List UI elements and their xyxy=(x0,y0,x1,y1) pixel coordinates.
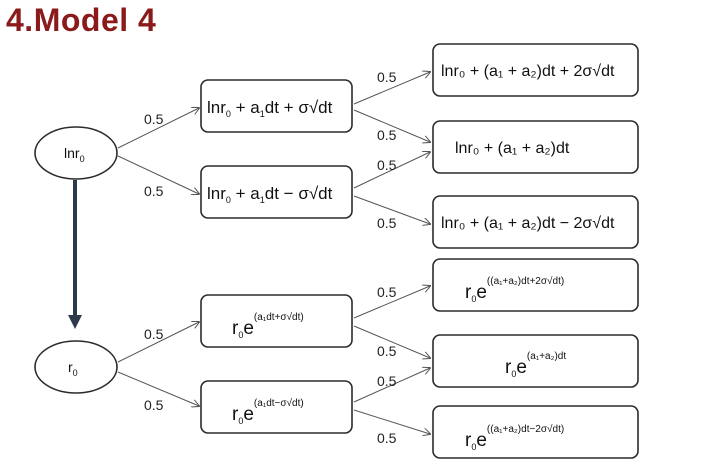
node-subscript: 0 xyxy=(471,294,476,304)
node-text: r xyxy=(505,357,512,378)
node-exponent: ((a₁+a₂)dt+2σ√dt) xyxy=(487,275,564,287)
root-log-label: lnr xyxy=(64,145,80,161)
root-node-rate: r0 xyxy=(34,340,118,394)
node-exponent: (a₁dt−σ√dt) xyxy=(254,397,304,409)
node-subscript: 0 xyxy=(238,416,243,426)
svg-text:lnr0 + a1dt − σ√dt: lnr0 + a1dt − σ√dt xyxy=(207,184,333,205)
node-exponent: (a₁dt+σ√dt) xyxy=(254,311,304,323)
node-exp-up: r0e(a₁dt+σ√dt) xyxy=(200,294,353,348)
node-subscript: 0 xyxy=(226,195,231,205)
page-title: 4.Model 4 xyxy=(6,2,157,38)
node-text: r xyxy=(465,430,472,451)
prob-label: 0.5 xyxy=(377,373,397,389)
prob-label: 0.5 xyxy=(377,284,397,300)
node-log-down-down: lnr₀ + (a₁ + a₂)dt − 2σ√dt xyxy=(432,195,639,249)
node-text: e xyxy=(243,404,254,425)
node-text: r xyxy=(232,404,239,425)
edge-down-up xyxy=(353,152,430,189)
svg-text:r0e((a₁+a₂)dt+2σ√dt): r0e((a₁+a₂)dt+2σ√dt) xyxy=(465,275,564,304)
node-text: r xyxy=(232,318,239,339)
prob-label: 0.5 xyxy=(377,157,397,173)
node-text: lnr₀ + (a₁ + a₂)dt xyxy=(455,140,570,157)
edge-exp-down-down xyxy=(353,409,430,434)
node-text: lnr₀ + (a₁ + a₂)dt − 2σ√dt xyxy=(441,215,615,232)
node-subscript: 0 xyxy=(471,442,476,452)
svg-text:r0e(a₁dt−σ√dt): r0e(a₁dt−σ√dt) xyxy=(232,397,304,426)
edge-exp-down-up xyxy=(353,368,430,403)
edge-exp-root-down xyxy=(117,371,199,406)
prob-label: 0.5 xyxy=(144,397,164,413)
svg-text:lnr0: lnr0 xyxy=(64,145,85,164)
node-log-up: lnr0 + a1dt + σ√dt xyxy=(200,79,353,133)
node-text: dt − σ√dt xyxy=(265,184,333,203)
root-log-subscript: 0 xyxy=(80,154,85,164)
svg-text:r0: r0 xyxy=(68,359,78,378)
node-text: dt + σ√dt xyxy=(265,98,333,117)
prob-label: 0.5 xyxy=(377,69,397,85)
svg-text:r0e((a₁+a₂)dt−2σ√dt): r0e((a₁+a₂)dt−2σ√dt) xyxy=(465,423,564,452)
svg-text:r0e(a₁dt+σ√dt): r0e(a₁dt+σ√dt) xyxy=(232,311,304,340)
lower-tree-edges xyxy=(117,286,430,434)
node-text: + a xyxy=(231,184,260,203)
edge-exp-root-up xyxy=(117,322,199,363)
node-exp-up-up: r0e((a₁+a₂)dt+2σ√dt) xyxy=(432,258,639,312)
prob-label: 0.5 xyxy=(144,183,164,199)
edge-down-down xyxy=(353,195,430,224)
node-subscript: 1 xyxy=(260,195,265,205)
node-subscript: 1 xyxy=(260,109,265,119)
prob-label: 0.5 xyxy=(377,215,397,231)
node-subscript: 0 xyxy=(238,330,243,340)
svg-text:r0e(a₁+a₂)dt: r0e(a₁+a₂)dt xyxy=(505,351,566,379)
node-exp-down: r0e(a₁dt−σ√dt) xyxy=(200,380,353,434)
node-text: + a xyxy=(231,98,260,117)
node-text: lnr₀ + (a₁ + a₂)dt + 2σ√dt xyxy=(441,63,615,80)
node-exp-up-down: r0e(a₁+a₂)dt xyxy=(432,334,639,388)
node-exponent: (a₁+a₂)dt xyxy=(527,351,566,362)
node-log-up-up: lnr₀ + (a₁ + a₂)dt + 2σ√dt xyxy=(432,43,639,97)
node-exp-down-down: r0e((a₁+a₂)dt−2σ√dt) xyxy=(432,405,639,459)
node-text: e xyxy=(476,282,487,303)
node-text: r xyxy=(465,282,472,303)
node-text: lnr xyxy=(207,184,226,203)
root-node-log: lnr0 xyxy=(34,126,118,180)
node-text: e xyxy=(476,430,487,451)
root-rate-label: r xyxy=(68,359,73,375)
prob-label: 0.5 xyxy=(377,430,397,446)
edge-root-up xyxy=(117,108,199,149)
node-text: e xyxy=(516,357,527,378)
edge-up-down xyxy=(353,109,430,142)
prob-label: 0.5 xyxy=(144,326,164,342)
edge-exp-up-up xyxy=(353,286,430,319)
edge-root-down xyxy=(117,155,199,194)
node-exponent: ((a₁+a₂)dt−2σ√dt) xyxy=(487,423,564,435)
node-subscript: 0 xyxy=(226,109,231,119)
edge-up-up xyxy=(353,72,430,105)
prob-label: 0.5 xyxy=(377,127,397,143)
node-log-up-down: lnr₀ + (a₁ + a₂)dt xyxy=(432,120,639,174)
root-rate-subscript: 0 xyxy=(73,368,78,378)
prob-label: 0.5 xyxy=(144,111,164,127)
node-text: lnr xyxy=(207,98,226,117)
svg-text:lnr0 + a1dt + σ√dt: lnr0 + a1dt + σ√dt xyxy=(207,98,333,119)
node-log-down: lnr0 + a1dt − σ√dt xyxy=(200,165,353,219)
upper-tree-edges xyxy=(117,72,430,224)
probability-labels: 0.5 0.5 0.5 0.5 0.5 0.5 0.5 0.5 0.5 0.5 … xyxy=(144,69,397,446)
prob-label: 0.5 xyxy=(377,343,397,359)
node-text: e xyxy=(243,318,254,339)
edge-exp-up-down xyxy=(353,325,430,358)
node-subscript: 0 xyxy=(511,369,516,379)
